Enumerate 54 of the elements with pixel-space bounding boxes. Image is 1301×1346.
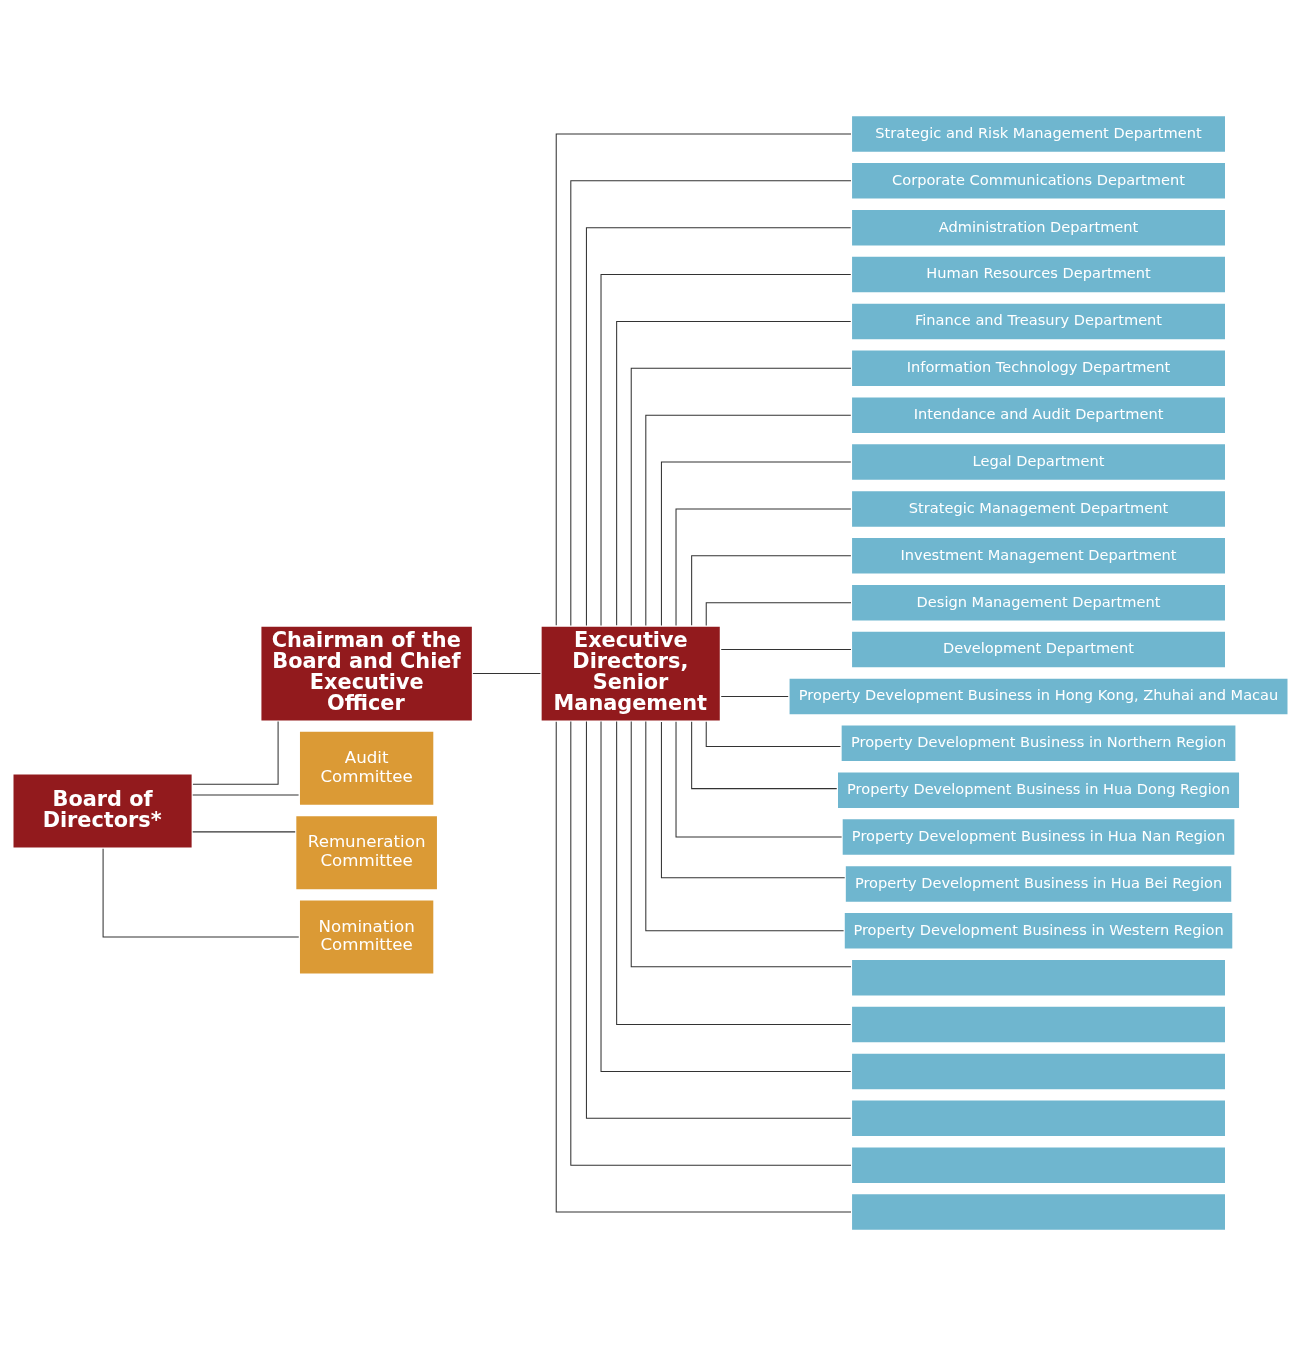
connector xyxy=(675,721,843,838)
node-box: Legal Department xyxy=(850,442,1228,482)
connector xyxy=(616,721,852,1026)
node-box: Audit Committee xyxy=(297,729,436,807)
connector xyxy=(600,721,852,1072)
node-box xyxy=(850,1145,1228,1185)
node-box: Property Development Business in Western Region xyxy=(842,911,1235,951)
node-box: Property Development Business in Northern Region xyxy=(839,723,1238,764)
node-box xyxy=(850,1098,1228,1139)
connector xyxy=(660,461,852,627)
node-box: Information Technology Department xyxy=(850,348,1228,389)
node-box: Investment Management Department xyxy=(850,536,1228,576)
node-box: Board of Directors* xyxy=(11,772,194,850)
node-box: Property Development Business in Hua Dong Region xyxy=(835,770,1242,810)
node-box: Development Department xyxy=(850,629,1228,670)
node-box xyxy=(850,957,1228,998)
node-box: Human Resources Department xyxy=(850,254,1228,295)
connector xyxy=(705,721,841,747)
node-box: Corporate Communications Department xyxy=(850,161,1228,201)
connector xyxy=(660,721,846,879)
node-box xyxy=(850,1051,1228,1092)
node-box: Remuneration Committee xyxy=(294,814,440,892)
node-box: Strategic Management Department xyxy=(850,489,1228,529)
connector xyxy=(645,414,852,627)
connector xyxy=(630,721,852,968)
connector xyxy=(691,721,838,790)
node-box: Property Development Business in Hong Kong, Zhuhai and Macau xyxy=(787,676,1290,717)
connector xyxy=(616,320,852,626)
connector xyxy=(675,508,852,626)
node-box: Administration Department xyxy=(850,207,1228,248)
node-box: Executive Directors, Senior Management xyxy=(539,624,722,723)
connector xyxy=(585,721,852,1119)
node-box xyxy=(850,1004,1228,1045)
node-box: Nomination Committee xyxy=(297,898,436,976)
connector xyxy=(705,602,852,626)
connector xyxy=(720,695,789,697)
node-box: Chairman of the Board and Chief Executive Officer xyxy=(259,624,474,723)
node-box: Property Development Business in Hua Nan Region xyxy=(840,817,1237,857)
connector xyxy=(630,367,852,626)
node-box: Finance and Treasury Department xyxy=(850,301,1228,342)
connector xyxy=(600,274,852,626)
node-box: Intendance and Audit Department xyxy=(850,395,1228,435)
connector xyxy=(192,720,279,785)
connector xyxy=(585,227,852,626)
connector xyxy=(102,848,300,938)
node-box: Design Management Department xyxy=(850,582,1228,623)
connector xyxy=(192,831,296,833)
connector xyxy=(472,673,541,675)
connector xyxy=(691,555,852,626)
node-box: Strategic and Risk Management Department xyxy=(850,114,1228,154)
connector xyxy=(645,721,845,932)
node-box: Property Development Business in Hua Bei Region xyxy=(843,864,1234,904)
connector xyxy=(720,649,852,651)
node-box xyxy=(850,1192,1228,1232)
